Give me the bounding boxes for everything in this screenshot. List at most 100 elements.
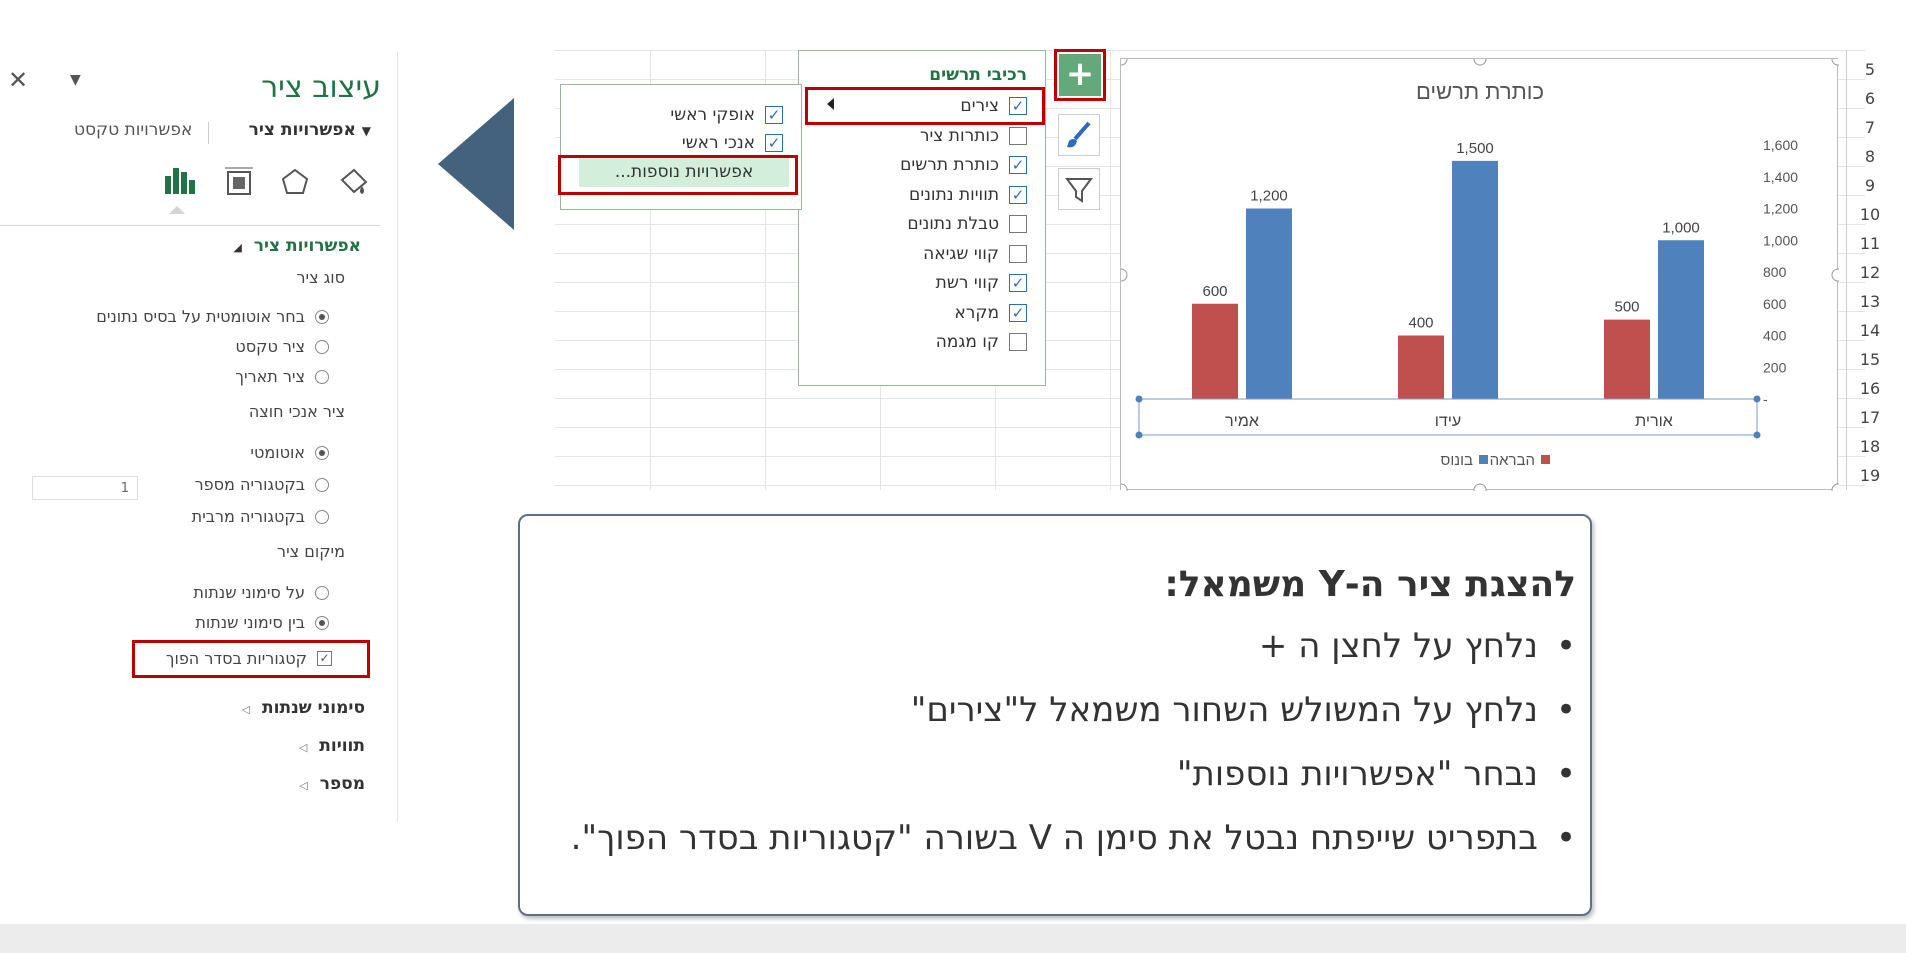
chart-element-option[interactable]: ✓תוויות נתונים bbox=[909, 182, 1027, 208]
axes-flyout-arrow-icon[interactable] bbox=[827, 98, 834, 110]
crosses-category-label: בקטגוריה מספר bbox=[194, 475, 305, 494]
radio-between-ticks[interactable] bbox=[315, 616, 329, 630]
pane-icon-row bbox=[0, 162, 397, 214]
data-label: 1,200 bbox=[1250, 188, 1288, 205]
row-number[interactable]: 11 bbox=[1859, 234, 1881, 253]
chart-element-option[interactable]: ✓מקרא bbox=[954, 300, 1027, 326]
axis-type-text-label: ציר טקסט bbox=[235, 337, 305, 356]
chart-element-option[interactable]: כותרות ציר bbox=[920, 123, 1027, 149]
radio-axis-date[interactable] bbox=[315, 370, 329, 384]
chart-title: כותרת תרשים bbox=[1416, 79, 1544, 104]
chart-element-option[interactable]: ✓צירים bbox=[960, 93, 1027, 119]
collapsed-triangle-icon: ◁ bbox=[241, 703, 251, 716]
category-label: עידו bbox=[1435, 413, 1462, 430]
radio-crosses-max[interactable] bbox=[315, 510, 329, 524]
on-ticks-label: על סימוני שנתות bbox=[193, 583, 305, 602]
chart-bar bbox=[1246, 208, 1292, 399]
row-number[interactable]: 7 bbox=[1864, 118, 1876, 137]
row-number[interactable]: 6 bbox=[1864, 89, 1876, 108]
row-number[interactable]: 10 bbox=[1859, 205, 1881, 224]
y-tick-label: 200 bbox=[1763, 359, 1787, 375]
axis-type-label: סוג ציר bbox=[296, 268, 345, 287]
chart-element-option[interactable]: טבלת נתונים bbox=[907, 211, 1027, 237]
row-number[interactable]: 17 bbox=[1859, 408, 1881, 427]
y-tick-label: 800 bbox=[1763, 264, 1787, 280]
chevron-down-icon[interactable]: ▼ bbox=[361, 124, 371, 138]
effects-icon[interactable] bbox=[275, 162, 315, 202]
highlight-reverse-order bbox=[132, 640, 370, 678]
fill-line-icon[interactable] bbox=[332, 162, 372, 202]
row-number[interactable]: 16 bbox=[1859, 379, 1881, 398]
chart-element-label: כותרות ציר bbox=[919, 125, 999, 146]
primary-vertical-option[interactable]: ✓ אנכי ראשי bbox=[682, 133, 783, 153]
gridline bbox=[555, 50, 1865, 51]
section-number[interactable]: מספר ◁ bbox=[299, 774, 365, 794]
chart-element-option[interactable]: ✓ קווי רשת bbox=[936, 270, 1027, 296]
row-number[interactable]: 5 bbox=[1864, 60, 1876, 79]
more-options-item[interactable]: אפשרויות נוספות... bbox=[579, 157, 789, 187]
chart-filters-button[interactable] bbox=[1058, 168, 1100, 210]
row-number[interactable]: 12 bbox=[1859, 263, 1881, 282]
radio-icon bbox=[315, 370, 329, 384]
section-labels-label: תוויות bbox=[319, 736, 365, 756]
chart-element-option[interactable]: ✓כותרת תרשים bbox=[900, 152, 1027, 178]
resize-handle bbox=[1473, 483, 1487, 497]
row-number[interactable]: 15 bbox=[1859, 350, 1881, 369]
row-number[interactable]: 19 bbox=[1859, 466, 1881, 485]
y-tick-label: 400 bbox=[1763, 328, 1787, 344]
row-number[interactable]: 18 bbox=[1859, 437, 1881, 456]
axis-type-date-label: ציר תאריך bbox=[235, 367, 305, 386]
plus-icon: + bbox=[1065, 54, 1095, 94]
chart-element-label: קווי שגיאה bbox=[923, 243, 999, 264]
checkbox-icon bbox=[1009, 244, 1027, 263]
chart-element-option[interactable]: קו מגמה bbox=[936, 329, 1027, 355]
radio-on-ticks[interactable] bbox=[315, 586, 329, 600]
close-icon[interactable]: ✕ bbox=[8, 66, 29, 94]
row-number[interactable]: 14 bbox=[1859, 321, 1881, 340]
chevron-down-icon[interactable]: ▼ bbox=[70, 72, 81, 88]
axis-position-label: מיקום ציר bbox=[277, 542, 345, 561]
chart-elements-button[interactable]: + bbox=[1054, 49, 1106, 101]
row-number[interactable]: 13 bbox=[1859, 292, 1881, 311]
axis-handle bbox=[1135, 395, 1143, 403]
chart-bar bbox=[1398, 335, 1444, 399]
radio-axis-text[interactable] bbox=[315, 340, 329, 354]
y-tick-label: 1,400 bbox=[1763, 169, 1798, 185]
tab-axis-options[interactable]: אפשרויות ציר ▼ bbox=[249, 120, 377, 140]
chart-element-label: קווי רשת bbox=[935, 273, 999, 293]
highlight-axes-row bbox=[805, 87, 1045, 125]
checkbox-checked-icon: ✓ bbox=[1009, 156, 1027, 174]
section-axis-options[interactable]: אפשרויות ציר ◢ bbox=[233, 236, 361, 256]
highlight-more-options bbox=[558, 155, 798, 195]
chart-element-option[interactable]: קווי שגיאה bbox=[923, 241, 1027, 267]
axis-options-icon[interactable] bbox=[159, 162, 199, 202]
row-number[interactable]: 9 bbox=[1864, 176, 1876, 195]
row-headers: 5 6 7 8 9 10 11 12 13 14 15 16 17 18 19 bbox=[1846, 50, 1892, 490]
radio-axis-auto[interactable] bbox=[315, 310, 329, 324]
radio-crosses-auto[interactable] bbox=[315, 446, 329, 460]
checkbox-icon bbox=[1009, 126, 1027, 145]
y-tick-label: 1,600 bbox=[1763, 137, 1798, 153]
resize-handle bbox=[1831, 268, 1845, 282]
brush-icon bbox=[1067, 121, 1091, 148]
radio-crosses-category[interactable] bbox=[315, 478, 329, 492]
tab-text-options[interactable]: אפשרויות טקסט bbox=[74, 120, 193, 140]
category-number-input[interactable]: 1 bbox=[32, 476, 138, 500]
checkbox-checked-icon: ✓ bbox=[1009, 274, 1027, 292]
axis-handle bbox=[1753, 395, 1761, 403]
primary-horizontal-option[interactable]: ✓ אופקי ראשי bbox=[670, 103, 783, 127]
reverse-order-checkbox[interactable]: ✓ bbox=[317, 651, 333, 667]
resize-handle bbox=[1831, 483, 1845, 497]
format-axis-pane: ✕ ▼ עיצוב ציר אפשרויות ציר ▼ אפשרויות טק… bbox=[0, 52, 398, 822]
divider bbox=[0, 225, 380, 226]
section-tick-marks[interactable]: סימוני שנתות ◁ bbox=[242, 698, 365, 718]
size-properties-icon[interactable] bbox=[219, 162, 259, 202]
legend-swatch bbox=[1541, 455, 1550, 464]
chart-styles-button[interactable] bbox=[1058, 114, 1100, 156]
row-number[interactable]: 8 bbox=[1864, 147, 1876, 166]
pointer-arrow bbox=[438, 98, 514, 230]
section-labels[interactable]: תוויות ◁ bbox=[299, 736, 365, 756]
checkbox-checked-icon: ✓ bbox=[1009, 97, 1027, 115]
